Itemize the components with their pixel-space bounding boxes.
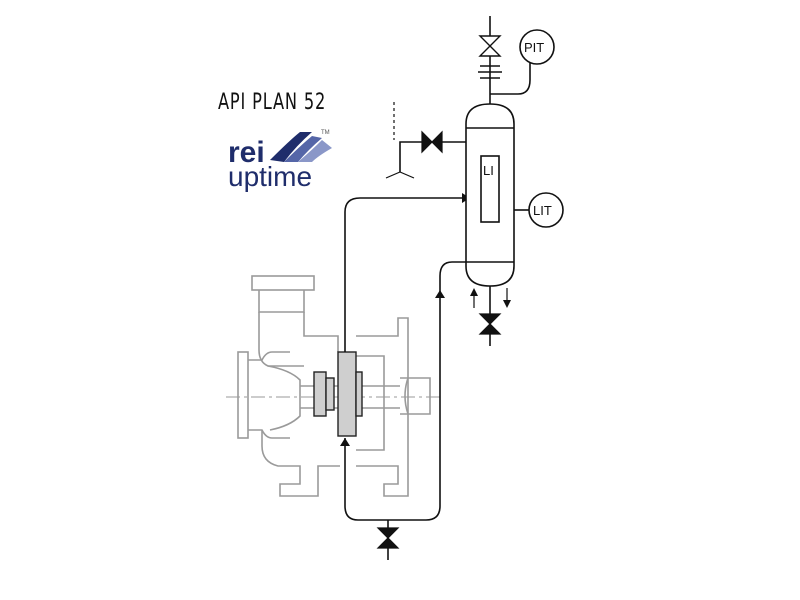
lit-instrument: LIT: [514, 192, 564, 228]
orifice-flange-icon: [478, 65, 502, 79]
reservoir-drain-valve-icon: [478, 313, 502, 335]
vent-tee-icon: [385, 171, 415, 179]
vent-line-valve-icon: [421, 130, 443, 154]
drain-arrow-lines: [473, 288, 508, 308]
lit-label: LIT: [533, 203, 552, 218]
mechanical-seal: [313, 351, 363, 437]
level-gauge-glass: [480, 155, 500, 223]
process-piping: [344, 16, 531, 560]
pit-instrument: PIT: [519, 29, 555, 65]
vent-valve-icon: [478, 35, 502, 57]
loop-drain-valve-icon: [376, 527, 400, 549]
diagram-title: API PLAN 52: [218, 90, 327, 115]
logo-trademark: TM: [321, 130, 330, 136]
seal-reservoir: [465, 103, 515, 287]
logo-brand-uptime: uptime: [228, 161, 313, 192]
li-label: LI: [483, 163, 494, 178]
pit-label: PIT: [524, 40, 544, 55]
logo-brand-rei: rei: [228, 136, 265, 169]
